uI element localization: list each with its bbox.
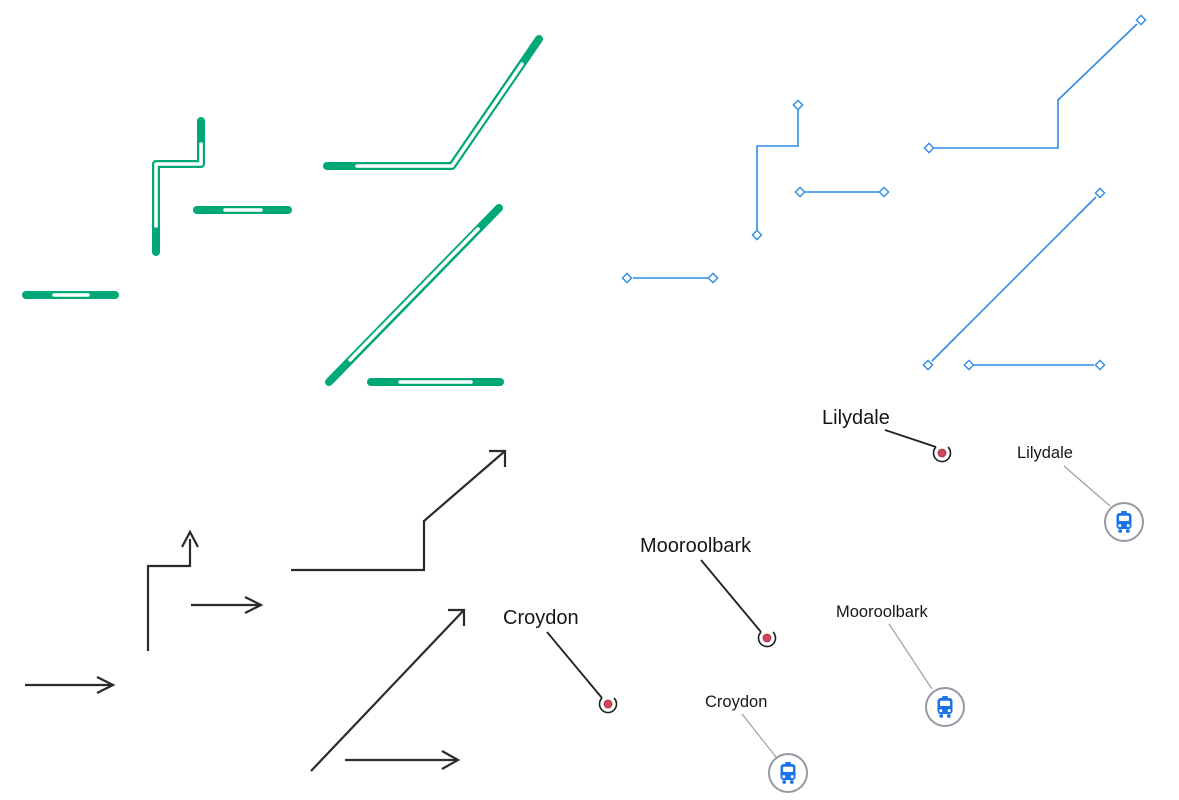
tram-station-icon	[768, 753, 808, 793]
blue-path-step	[751, 99, 804, 241]
direction-arrow-icon	[448, 608, 466, 626]
marker-dot	[603, 699, 613, 709]
diamond-vertex-icon	[751, 229, 763, 241]
green-rail-line-samples	[22, 35, 543, 386]
diamond-vertex-icon	[792, 99, 804, 111]
direction-arrow-samples	[25, 449, 507, 772]
arrow-right-long	[345, 750, 461, 770]
tram-station-icon	[925, 687, 965, 727]
station-callout-mooroolbark-point: Mooroolbark	[640, 535, 777, 648]
leader-line	[888, 623, 933, 690]
leader-line	[1063, 465, 1111, 507]
point-marker-icon	[932, 446, 952, 463]
diamond-vertex-icon	[1135, 14, 1147, 26]
diamond-vertex-icon	[878, 186, 890, 198]
arrow-right-short	[25, 676, 116, 694]
marker-dot	[937, 448, 947, 458]
diamond-vertex-icon	[963, 359, 975, 371]
station-callout-croydon-point: Croydon	[503, 607, 618, 714]
station-label: Croydon	[503, 607, 579, 629]
arrow-right-mid	[191, 596, 264, 614]
blue-path-horizontal-1	[794, 186, 890, 198]
blue-path-horizontal-3	[963, 359, 1106, 371]
leader-line	[741, 713, 777, 758]
tram-station-icon	[1104, 502, 1144, 542]
rail-line-diagonal	[325, 204, 503, 386]
station-callout-croydon-tram: Croydon	[705, 693, 808, 793]
station-callouts-tram-icons: Lilydale Mooroolbark Croydon	[705, 444, 1144, 793]
station-callout-lilydale-tram: Lilydale	[1017, 444, 1144, 542]
station-label: Lilydale	[822, 407, 890, 429]
blue-vertex-path-samples	[621, 14, 1147, 371]
station-callouts-point-markers: Lilydale Mooroolbark Croydon	[503, 407, 952, 714]
direction-arrow-icon	[96, 676, 116, 694]
station-label: Mooroolbark	[836, 603, 928, 621]
arrow-diagonal-upright	[310, 608, 466, 772]
station-callout-lilydale-point: Lilydale	[822, 407, 952, 463]
direction-arrow-icon	[441, 750, 461, 770]
rail-line-step	[152, 117, 205, 256]
station-label: Mooroolbark	[640, 535, 752, 557]
leader-line	[884, 429, 937, 448]
direction-arrow-icon	[181, 529, 199, 548]
diamond-vertex-icon	[922, 359, 934, 371]
arrow-step-up	[146, 529, 199, 651]
leader-line	[546, 631, 603, 699]
blue-path-horizontal-2	[621, 272, 719, 284]
point-marker-icon	[598, 697, 618, 714]
station-label: Croydon	[705, 693, 767, 711]
diamond-vertex-icon	[621, 272, 633, 284]
marker-dot	[762, 633, 772, 643]
point-marker-icon	[757, 631, 777, 648]
blue-path-bend	[923, 14, 1147, 154]
diamond-vertex-icon	[1094, 187, 1106, 199]
rail-line-bend	[323, 35, 543, 170]
diamond-vertex-icon	[707, 272, 719, 284]
arrow-bend-upright	[291, 449, 507, 572]
diamond-vertex-icon	[923, 142, 935, 154]
station-label: Lilydale	[1017, 444, 1073, 462]
leader-line	[700, 559, 762, 633]
diamond-vertex-icon	[1094, 359, 1106, 371]
station-callout-mooroolbark-tram: Mooroolbark	[836, 603, 965, 727]
direction-arrow-icon	[489, 449, 507, 467]
diamond-vertex-icon	[794, 186, 806, 198]
blue-path-diagonal	[922, 187, 1106, 371]
direction-arrow-icon	[244, 596, 264, 614]
